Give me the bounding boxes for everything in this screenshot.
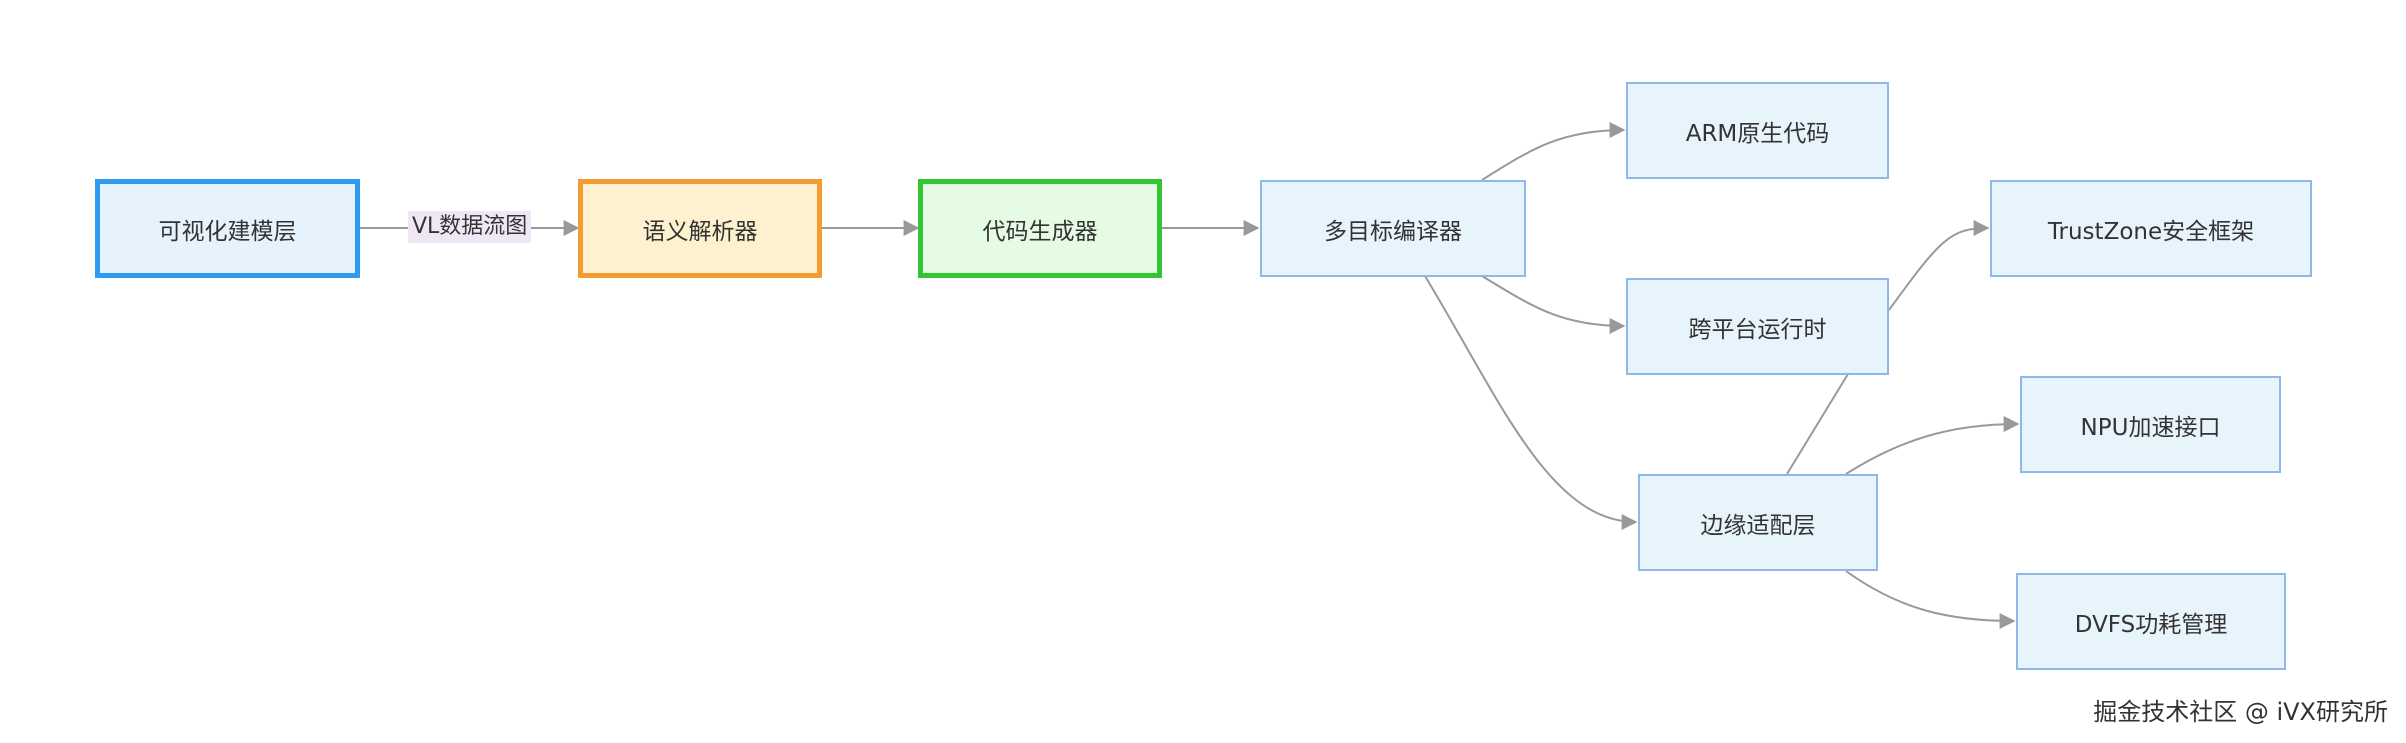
edge-runtime-to-edge — [1786, 373, 1849, 475]
node-arm-native-code[interactable]: ARM原生代码 — [1626, 82, 1889, 179]
node-label: 可视化建模层 — [158, 218, 297, 245]
node-code-generator[interactable]: 代码生成器 — [918, 179, 1162, 278]
watermark: 掘金技术社区 @ iVX研究所 — [2093, 698, 2388, 726]
node-label: DVFS功耗管理 — [2074, 611, 2228, 638]
edge-edge-to-npu — [1845, 416, 2020, 475]
node-multi-target-compiler[interactable]: 多目标编译器 — [1260, 180, 1526, 277]
node-label: 边缘适配层 — [1700, 512, 1816, 539]
node-label: 语义解析器 — [642, 218, 758, 245]
node-label: 跨平台运行时 — [1688, 316, 1827, 343]
edge-compiler-to-runtime — [1481, 275, 1626, 334]
edge-edge-to-dvfs — [1845, 570, 2016, 629]
node-label: ARM原生代码 — [1685, 120, 1830, 147]
node-dvfs[interactable]: DVFS功耗管理 — [2016, 573, 2286, 670]
node-semantic-parser[interactable]: 语义解析器 — [578, 179, 822, 278]
node-label: NPU加速接口 — [2080, 414, 2221, 441]
node-visual-modeling[interactable]: 可视化建模层 — [95, 179, 360, 278]
node-cross-platform-runtime[interactable]: 跨平台运行时 — [1626, 278, 1889, 375]
edge-compiler-to-arm — [1481, 122, 1626, 181]
node-label: 多目标编译器 — [1324, 218, 1462, 245]
node-label: TrustZone安全框架 — [2047, 218, 2255, 245]
node-npu-interface[interactable]: NPU加速接口 — [2020, 376, 2281, 473]
edge-compiler-to-edge — [1424, 275, 1638, 530]
node-trustzone[interactable]: TrustZone安全框架 — [1990, 180, 2312, 277]
edge-label-vl-dataflow: VL数据流图 — [408, 211, 532, 243]
node-edge-adaptation[interactable]: 边缘适配层 — [1638, 474, 1878, 571]
edge-runtime-to-trustzone — [1888, 220, 1990, 311]
node-label: 代码生成器 — [982, 218, 1098, 245]
